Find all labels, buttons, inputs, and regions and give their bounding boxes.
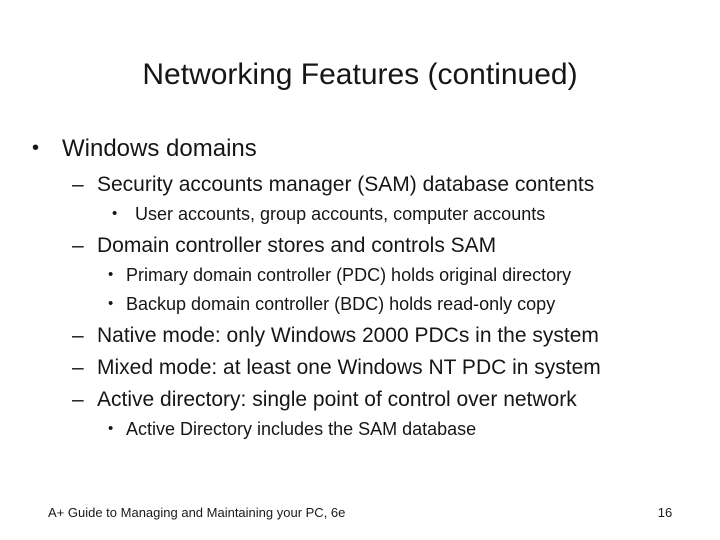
bullet-text: Native mode: only Windows 2000 PDCs in t…	[97, 324, 599, 347]
slide-body: • Windows domains – Security accounts ma…	[0, 132, 720, 445]
bullet-text: Backup domain controller (BDC) holds rea…	[126, 294, 556, 314]
bullet-text: Windows domains	[62, 135, 257, 162]
bullet-level2: – Mixed mode: at least one Windows NT PD…	[0, 352, 720, 383]
slide-title: Networking Features (continued)	[142, 58, 578, 91]
dash-glyph-icon: –	[72, 324, 84, 347]
dash-glyph-icon: –	[72, 388, 84, 411]
bullet-level2: – Active directory: single point of cont…	[0, 384, 720, 415]
bullet-glyph-icon: •	[32, 137, 40, 159]
bullet-text: Active directory: single point of contro…	[97, 388, 577, 411]
bullet-level2: – Domain controller stores and controls …	[0, 230, 720, 261]
bullet-level2: – Native mode: only Windows 2000 PDCs in…	[0, 320, 720, 351]
dash-glyph-icon: –	[72, 356, 84, 379]
bullet-level3: • User accounts, group accounts, compute…	[0, 201, 720, 229]
bullet-level3: • Backup domain controller (BDC) holds r…	[0, 291, 720, 319]
bullet-text: Domain controller stores and controls SA…	[97, 234, 497, 257]
footer-source-text: A+ Guide to Managing and Maintaining you…	[48, 505, 346, 520]
bullet-text: Active Directory includes the SAM databa…	[126, 419, 477, 439]
bullet-level1: • Windows domains	[0, 132, 720, 167]
bullet-glyph-icon: •	[108, 420, 114, 437]
footer-page-number: 16	[657, 505, 673, 520]
bullet-glyph-icon: •	[108, 295, 114, 312]
dash-glyph-icon: –	[72, 234, 84, 257]
bullet-text: Security accounts manager (SAM) database…	[97, 173, 595, 196]
bullet-level3: • Primary domain controller (PDC) holds …	[0, 262, 720, 290]
bullet-level3: • Active Directory includes the SAM data…	[0, 416, 720, 444]
dash-glyph-icon: –	[72, 173, 84, 196]
bullet-level2: – Security accounts manager (SAM) databa…	[0, 169, 720, 200]
bullet-glyph-icon: •	[108, 266, 114, 283]
bullet-text: Mixed mode: at least one Windows NT PDC …	[97, 356, 601, 379]
bullet-text: Primary domain controller (PDC) holds or…	[126, 265, 572, 285]
bullet-text: User accounts, group accounts, computer …	[135, 204, 546, 224]
bullet-glyph-icon: •	[112, 205, 118, 222]
